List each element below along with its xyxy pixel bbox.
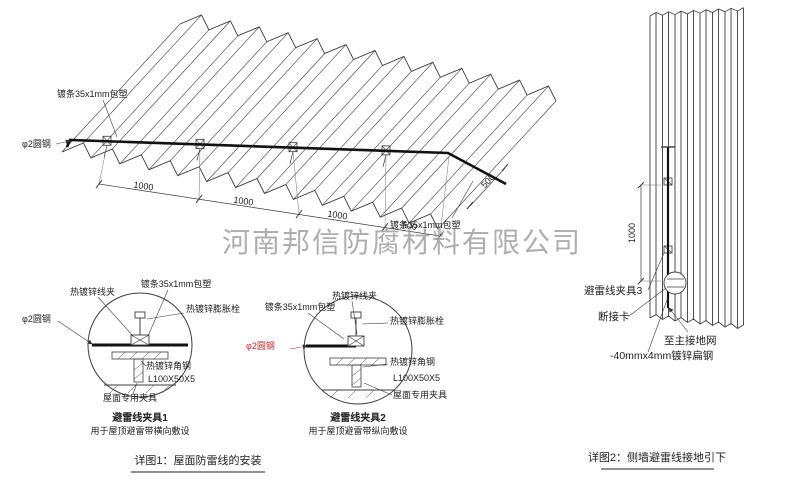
caption-detail-2: 详图2：侧墙避雷线接地引下 <box>588 450 726 464</box>
hatch-1 <box>117 351 162 380</box>
d1-strip-label: 镀条35x1mm包塑 <box>141 278 212 289</box>
detail-2-bubble <box>303 295 413 405</box>
clip-x2 <box>130 334 150 346</box>
d2-bolt-label: 热镀锌膨胀栓 <box>390 315 444 326</box>
leader-strip-top <box>102 99 118 138</box>
d2-clamp-label: 屋面专用夹具 <box>393 389 447 400</box>
roof-dim-1000-a: 1000 <box>133 180 154 193</box>
d2-round-steel-label: φ2圆钢 <box>246 340 275 351</box>
d1-title: 避雷线夹具1 <box>111 411 168 424</box>
d1-clamp-label: 屋面专用夹具 <box>103 392 157 403</box>
d1-subtitle: 用于屋顶避雷带横向敷设 <box>90 425 189 436</box>
lightning-wire-roof <box>65 138 507 186</box>
wall-to-ground-label: 至主接地网 <box>664 334 717 347</box>
wall-elevation-view <box>628 146 689 353</box>
d2-title: 避雷线夹具2 <box>329 411 386 424</box>
wall-flat-steel-label: -40mmx4mm镀锌扁钢 <box>610 349 713 362</box>
d1-bolt-label: 热镀锌膨胀栓 <box>186 303 240 314</box>
leaders-2 <box>289 300 393 396</box>
d1-clip-label: 热镀锌线夹 <box>70 286 115 297</box>
roof-dim-500: 500 <box>401 220 417 232</box>
roof-round-steel-label: φ2圆钢 <box>22 138 51 149</box>
roof-isometric-view <box>55 99 507 219</box>
roof-strip-top-label: 镀条35x1mm包塑 <box>57 88 128 99</box>
d1-angle-label: 热镀锌角钢 <box>146 360 191 371</box>
roof-corrugation-lines <box>61 14 557 241</box>
detail-1-bubble <box>87 292 193 398</box>
d2-angle-label: 热镀锌角钢 <box>390 356 435 367</box>
detail-circle-2 <box>289 295 413 405</box>
leaders-1 <box>57 289 185 395</box>
wall-clamp3-label: 避雷线夹具3 <box>584 284 642 297</box>
roof-dim-1000-c: 1000 <box>327 209 348 222</box>
nut-2 <box>350 311 362 319</box>
wall-corrugation-lines <box>637 7 744 329</box>
disconnect-card <box>663 271 687 295</box>
roof-dim-1000-b: 1000 <box>233 195 254 208</box>
d2-subtitle: 用于屋顶避雷带纵向敷设 <box>308 425 407 436</box>
d2-angle-spec-label: L100X50X5 <box>393 373 440 383</box>
surface-hatch-2 <box>329 389 375 399</box>
wall-disconnect-label: 断接卡 <box>598 310 630 323</box>
leader-round-steel <box>55 139 71 145</box>
d1-round-steel-label: φ2圆钢 <box>22 313 51 324</box>
caption-detail-1: 详图1：屋面防雷线的安装 <box>134 453 261 467</box>
leader-strip-bottom <box>451 180 474 219</box>
angle-steel-1-web <box>133 358 144 383</box>
d2-clip-label: 热镀锌线夹 <box>332 290 377 301</box>
d1-angle-spec-label: L100X50X5 <box>148 374 195 384</box>
wall-dim-1000: 1000 <box>627 223 637 243</box>
roof-dim-500-side: 500 <box>479 172 497 190</box>
hatch-2 <box>335 357 380 386</box>
clip2-x2 <box>347 335 365 347</box>
detail-circle-1 <box>57 289 193 398</box>
nut-1 <box>134 311 146 319</box>
d2-strip-label: 镀条35x1mm包塑 <box>265 301 336 312</box>
leaders-wall <box>628 252 689 353</box>
roof-strip-bottom-label: 镀条35x1mm包塑 <box>390 219 461 230</box>
surface-hatch-1 <box>109 384 171 394</box>
company-watermark: 河南邦信防腐材料有限公司 <box>222 227 582 258</box>
